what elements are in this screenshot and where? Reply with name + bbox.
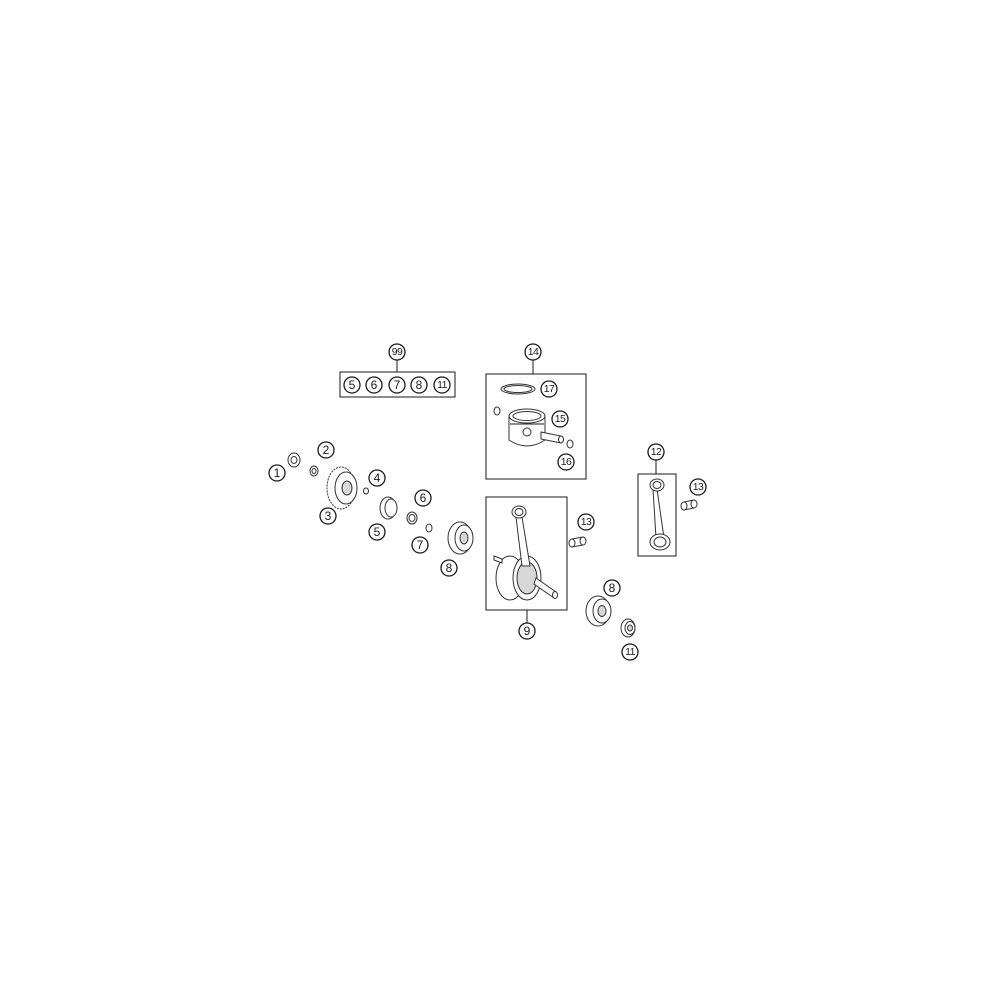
callout-gear[interactable]: 3: [319, 507, 337, 525]
callout-key[interactable]: 4: [368, 469, 386, 487]
svg-text:6: 6: [371, 378, 378, 392]
svg-text:8: 8: [446, 561, 453, 575]
svg-text:6: 6: [420, 491, 427, 505]
svg-text:11: 11: [437, 379, 447, 391]
svg-text:13: 13: [581, 516, 592, 528]
pin-circlip[interactable]: [566, 439, 574, 449]
svg-text:11: 11: [625, 646, 635, 658]
conrod-group: 12: [637, 443, 677, 557]
svg-text:2: 2: [323, 443, 330, 457]
piston-pin[interactable]: [540, 431, 564, 444]
callout-crank-small-end-bearing[interactable]: 13: [577, 513, 595, 531]
callout-shim[interactable]: 6: [414, 489, 432, 507]
callout-piston[interactable]: 14: [524, 343, 542, 361]
small-end-bearing-right[interactable]: [680, 499, 698, 511]
svg-text:8: 8: [416, 378, 423, 392]
kit-item-callout[interactable]: 7: [388, 376, 406, 394]
svg-text:7: 7: [394, 378, 401, 392]
key[interactable]: [363, 487, 369, 495]
kit-box: [339, 371, 456, 398]
svg-text:9: 9: [524, 624, 531, 638]
callout-bushing[interactable]: 11: [621, 643, 639, 661]
pin-circlip[interactable]: [493, 406, 501, 416]
callout-bearing-left[interactable]: 8: [440, 559, 458, 577]
shim[interactable]: [406, 511, 418, 525]
small-end-bearing-left[interactable]: [568, 536, 587, 548]
callout-crankshaft[interactable]: 9: [518, 622, 536, 640]
callout-spacer[interactable]: 5: [368, 523, 386, 541]
svg-text:16: 16: [561, 456, 572, 468]
callout-pin-circlip[interactable]: 16: [557, 453, 575, 471]
piston[interactable]: [508, 408, 546, 447]
callout-kit[interactable]: 99: [388, 343, 406, 361]
svg-text:5: 5: [349, 378, 356, 392]
callout-conrod[interactable]: 12: [647, 443, 665, 461]
svg-text:8: 8: [609, 581, 616, 595]
o-ring[interactable]: [425, 523, 433, 533]
callout-washer[interactable]: 2: [317, 441, 335, 459]
svg-text:17: 17: [544, 383, 555, 395]
kit-item-callout[interactable]: 11: [433, 376, 451, 394]
spacer[interactable]: [379, 496, 398, 520]
nut[interactable]: [287, 452, 301, 468]
callout-piston-pin[interactable]: 15: [551, 410, 569, 428]
svg-text:3: 3: [325, 509, 332, 523]
kit-item-callout[interactable]: 8: [410, 376, 428, 394]
bearing-left[interactable]: [447, 521, 474, 555]
bearing-right[interactable]: [585, 595, 612, 627]
callout-o-ring[interactable]: 7: [411, 536, 429, 554]
connecting-rod[interactable]: [649, 478, 671, 551]
svg-text:14: 14: [528, 346, 539, 358]
gear[interactable]: [326, 466, 358, 510]
callout-piston-ring[interactable]: 17: [540, 380, 558, 398]
svg-text:15: 15: [555, 413, 566, 425]
svg-text:12: 12: [651, 446, 662, 458]
svg-text:7: 7: [417, 538, 424, 552]
callout-small-end-bearing[interactable]: 13: [689, 478, 707, 496]
svg-text:1: 1: [274, 466, 281, 480]
kit-group: 99 5 6 7 8 11: [339, 343, 456, 398]
svg-text:4: 4: [374, 471, 381, 485]
bushing[interactable]: [620, 618, 636, 638]
conrod-box: [637, 473, 677, 557]
callout-nut[interactable]: 1: [268, 464, 286, 482]
washer[interactable]: [309, 465, 319, 477]
piston-group: 14 17 15 16: [485, 343, 587, 480]
svg-text:5: 5: [374, 525, 381, 539]
callout-bearing-right[interactable]: 8: [603, 579, 621, 597]
crankshaft[interactable]: [493, 505, 558, 601]
crankshaft-group: 9: [485, 496, 568, 640]
svg-text:13: 13: [693, 481, 704, 493]
kit-item-callout[interactable]: 6: [365, 376, 383, 394]
kit-item-callout[interactable]: 5: [343, 376, 361, 394]
svg-text:99: 99: [392, 346, 403, 358]
piston-box: [485, 373, 587, 480]
